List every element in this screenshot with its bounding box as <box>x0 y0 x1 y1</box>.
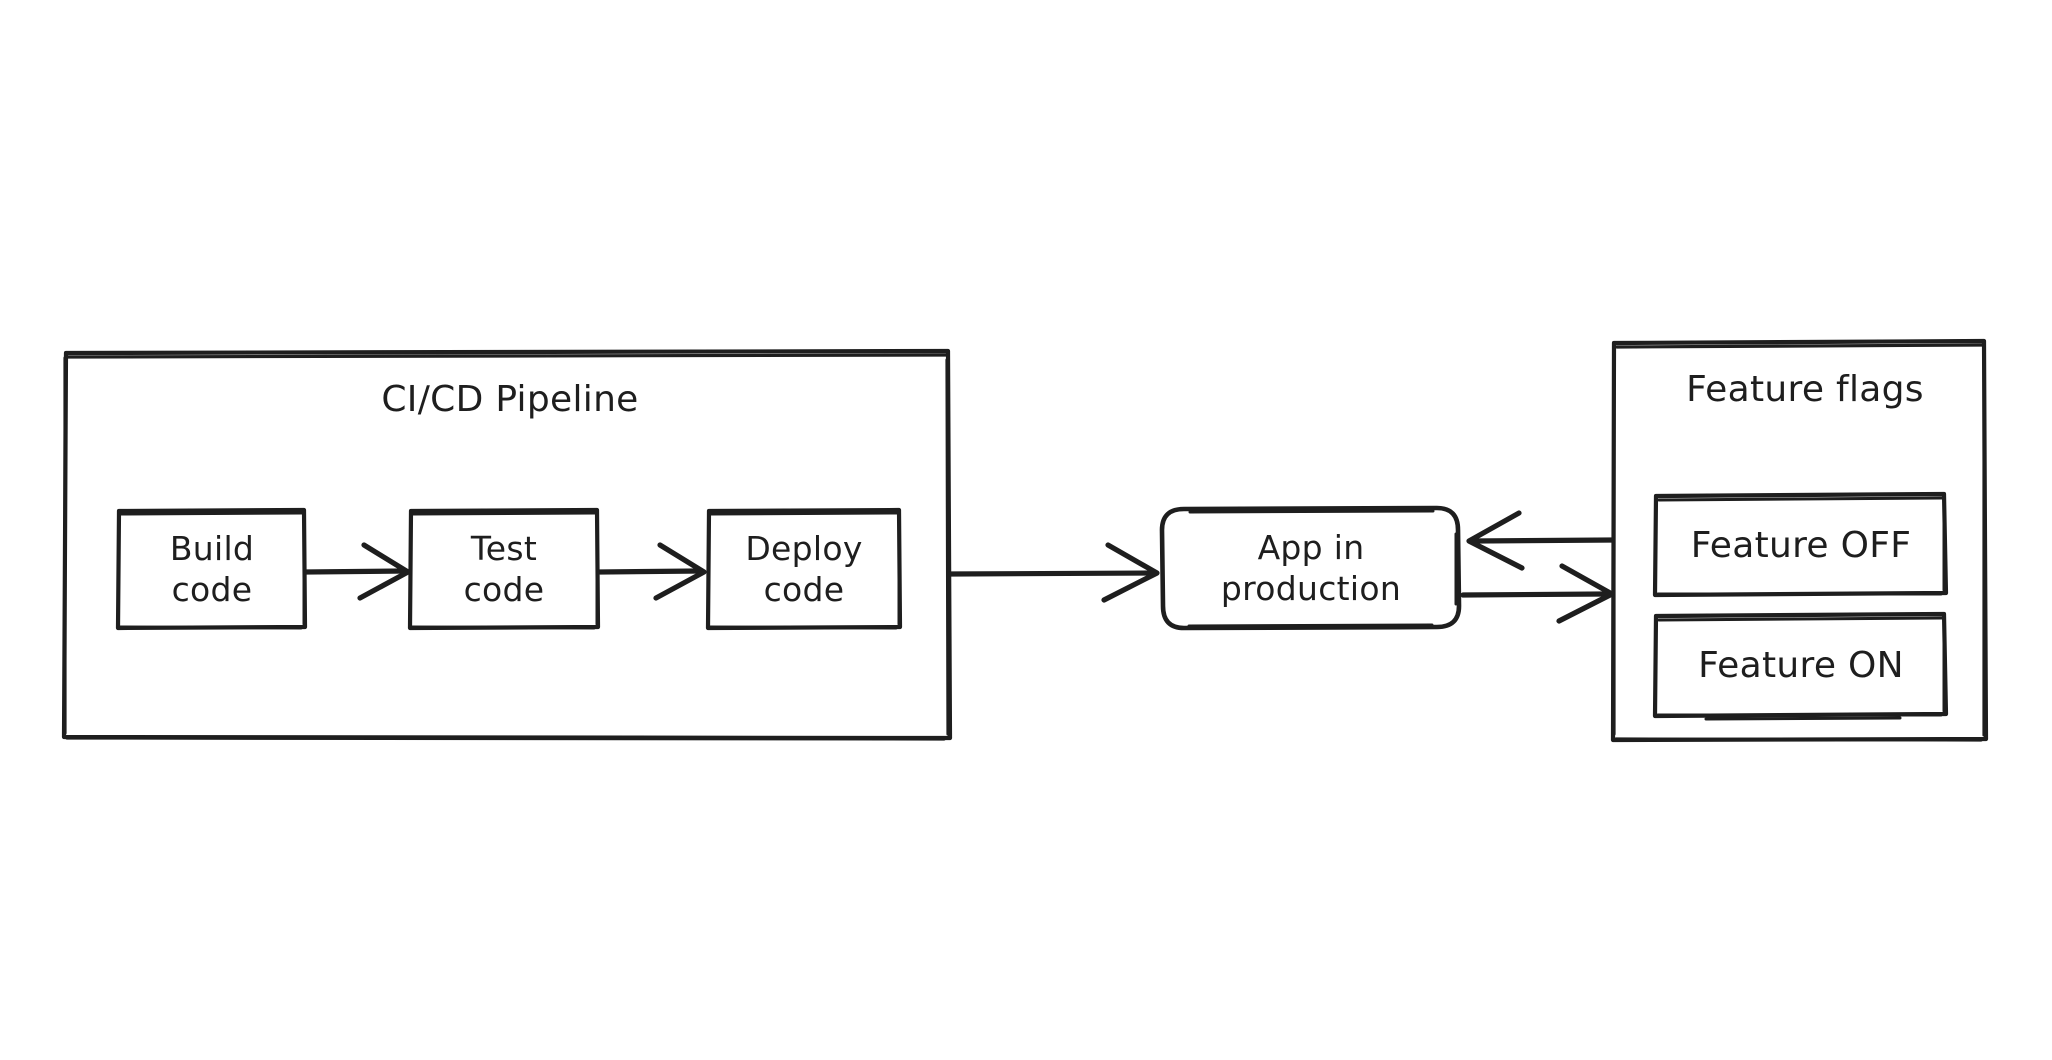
edge-build-to-test <box>303 542 411 601</box>
node-app-in-production-outline <box>1159 505 1462 631</box>
edge-flags-to-app <box>1466 510 1617 571</box>
edge-app-to-flags <box>1460 563 1615 624</box>
edge-pipeline-to-app <box>948 542 1160 603</box>
node-feature-off-outline <box>1652 491 1949 598</box>
edge-test-to-deploy <box>597 542 707 601</box>
node-deploy-code-outline <box>705 507 903 631</box>
node-test-code-outline <box>407 507 601 631</box>
node-build-code-outline <box>115 507 308 631</box>
node-feature-on-outline <box>1652 611 1949 721</box>
